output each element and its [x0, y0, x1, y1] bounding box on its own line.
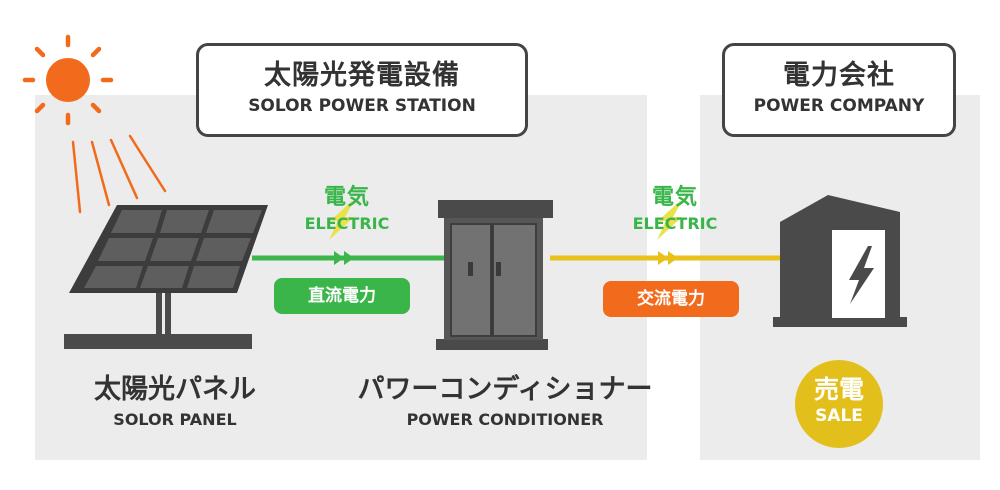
sale-badge-en: SALE: [815, 406, 863, 426]
solar-station-subtitle: SOLOR POWER STATION: [248, 96, 476, 116]
ac-power-pill: 交流電力: [603, 281, 739, 317]
power-company-title: 電力会社: [783, 60, 895, 91]
solar-station-title: 太陽光発電設備: [264, 60, 460, 91]
bolt-icon-1: [329, 201, 354, 240]
solar-panel-icon: [64, 205, 268, 349]
solar-panel-label-en: SOLOR PANEL: [113, 410, 237, 429]
sun-rays: [71, 134, 167, 214]
electric-label-2: 電気 ELECTRIC: [620, 186, 730, 234]
electric-label-1: 電気 ELECTRIC: [292, 186, 402, 234]
power-conditioner-icon: [436, 200, 553, 350]
power-conditioner-label-en: POWER CONDITIONER: [406, 410, 604, 429]
sun-icon: [22, 34, 114, 126]
power-conditioner-label-jp: パワーコンディショナー: [357, 374, 653, 405]
electric-label-1-en: ELECTRIC: [304, 214, 390, 233]
dc-power-pill: 直流電力: [274, 278, 410, 314]
power-company-subtitle: POWER COMPANY: [753, 96, 925, 116]
electric-label-2-en: ELECTRIC: [632, 214, 718, 233]
solar-panel-label: 太陽光パネル SOLOR PANEL: [60, 374, 290, 430]
sale-badge-jp: 売電: [813, 375, 864, 404]
solar-station-title-box: 太陽光発電設備 SOLOR POWER STATION: [196, 43, 528, 137]
sale-badge: 売電 SALE: [795, 360, 883, 448]
bolt-icon-2: [657, 201, 682, 240]
dc-power-line: [252, 251, 445, 265]
electric-label-2-jp: 電気: [651, 185, 698, 210]
power-company-building-icon: [773, 195, 907, 327]
solar-panel-label-jp: 太陽光パネル: [94, 374, 256, 405]
power-company-title-box: 電力会社 POWER COMPANY: [722, 43, 956, 137]
power-conditioner-label: パワーコンディショナー POWER CONDITIONER: [355, 374, 655, 430]
electric-label-1-jp: 電気: [323, 185, 370, 210]
ac-power-line: [550, 251, 782, 265]
